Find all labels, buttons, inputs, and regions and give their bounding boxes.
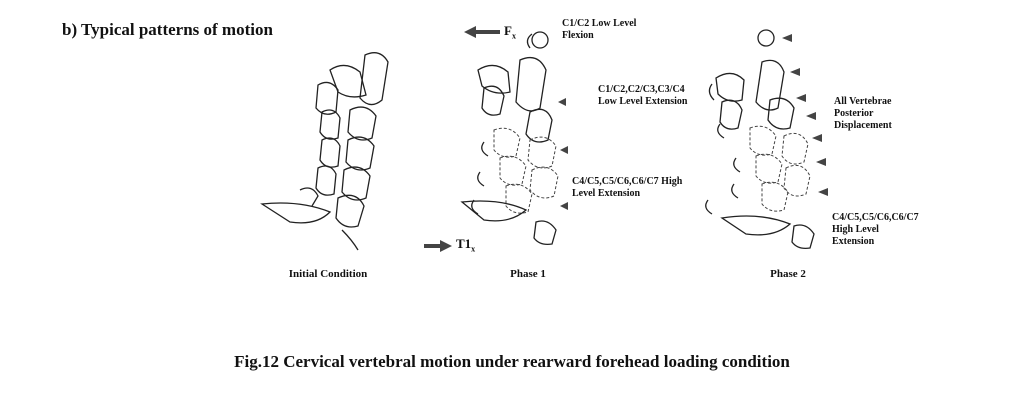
vertebra-c6-displaced [761,181,789,212]
arrow-marker-4 [812,134,822,142]
vertebra-c2 [515,56,547,112]
arrow-marker-2 [560,146,568,154]
vertebra-c4-displaced [493,127,521,158]
vertebra-c3-posterior [525,108,553,143]
vertebra-c5-displaced [499,155,527,186]
rotation-arrow-c6 [471,199,479,215]
vertebra-c5-displaced [755,153,783,184]
arrow-marker-1 [558,98,566,106]
vertebra-c3 [719,99,743,130]
arrow-marker-3 [560,202,568,210]
note-phase2-low-extension: C1/C2,C2/C3,C3/C4 Low Level Extension [598,84,688,107]
vertebra-t1-body [260,202,332,224]
rotation-arrow-c5 [731,183,739,199]
spine-initial [260,52,389,251]
rotation-arrow-c4 [481,141,489,157]
vertebra-c4-posterior-dashed [781,132,809,165]
rotation-arrow-c5 [477,171,485,187]
label-initial-condition: Initial Condition [288,268,368,280]
head-outline [531,31,549,49]
vertebra-c4 [319,137,341,168]
arrow-marker-3 [796,94,806,102]
vertebra-c7 [791,224,815,250]
vertebra-c6-displaced [505,183,533,214]
vertebra-c5-posterior-dashed [529,166,559,199]
vertebra-c6 [335,194,365,228]
vertebra-t1-body [720,215,792,236]
note-phase2-high-extension: C4/C5,C5/C6,C6/C7 High Level Extension [832,212,919,247]
force-fx-label: Fx [504,23,516,41]
note-phase1-high-extension: C4/C5,C5/C6,C6/C7 High Level Extension [572,176,683,199]
spine-phase1 [424,26,568,252]
vertebra-c4-displaced [749,125,777,156]
label-phase-1: Phase 1 [510,268,546,280]
rotation-arrow-c1 [708,83,715,101]
vertebra-c5 [315,165,337,196]
figure-heading: b) Typical patterns of motion [62,20,273,39]
vertebra-c4-posterior-dashed [527,136,557,169]
note-c1c2-low-flexion: C1/C2 Low Level Flexion [562,18,637,41]
force-t1x-label: T1x [456,236,476,254]
label-phase-2: Phase 2 [770,268,806,280]
arrow-marker-5 [816,158,826,166]
vertebra-c3 [481,85,505,116]
vertebra-c1 [715,72,745,102]
arrow-marker-7 [806,112,816,120]
vertebra-c3 [319,109,341,140]
vertebra-c7 [299,187,319,207]
vertebra-c1 [477,64,511,94]
rotation-arrow-c4 [733,157,741,173]
skull-base-shape [359,52,389,106]
spinal-process-line [341,229,359,251]
vertebra-c3-posterior [767,97,795,130]
force-t1x-arrow [424,240,452,252]
note-posterior-displacement: All Vertebrae Posterior Displacement [834,96,892,131]
vertebra-c4-posterior [345,136,375,171]
vertebra-c2 [315,81,339,115]
arrow-marker-1 [782,34,792,42]
figure-caption: Fig.12 Cervical vertebral motion under r… [234,352,790,371]
force-fx-arrow [464,26,500,38]
flexion-arrow-c1 [526,33,533,49]
arrow-marker-2 [790,68,800,76]
rotation-arrow-c6 [705,199,713,215]
vertebra-c2 [755,59,785,111]
vertebra-t1-body [460,200,528,222]
vertebra-c5-posterior-dashed [783,164,811,197]
vertebra-c3-posterior [347,106,377,141]
head-outline [757,29,775,47]
spine-phase2 [705,29,828,250]
rotation-arrow-c3 [717,123,725,139]
vertebra-c1 [329,64,367,98]
vertebra-c7 [533,220,557,246]
arrow-marker-6 [818,188,828,196]
